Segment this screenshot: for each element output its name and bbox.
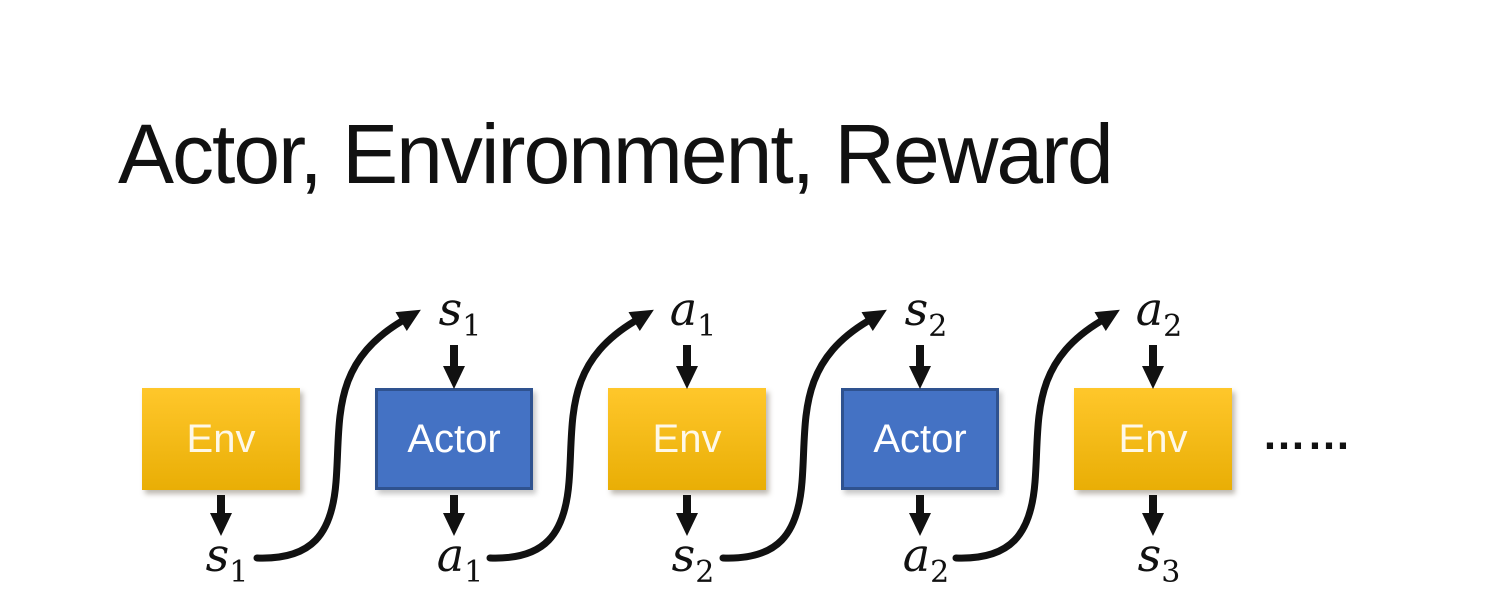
env-box-1-label: Env bbox=[186, 417, 256, 461]
env-box-2: Env bbox=[608, 388, 766, 490]
label-s1-top: s1 bbox=[438, 282, 482, 344]
actor-box-1-label: Actor bbox=[407, 417, 501, 461]
label-s2-top: s2 bbox=[904, 282, 948, 344]
label-a2-top: a2 bbox=[1135, 282, 1183, 344]
label-a2-bottom: a2 bbox=[902, 528, 950, 590]
label-s1-bottom: s1 bbox=[205, 528, 249, 590]
env-box-2-label: Env bbox=[652, 417, 722, 461]
actor-box-2-label: Actor bbox=[873, 417, 967, 461]
env-box-1: Env bbox=[142, 388, 300, 490]
label-a1-bottom: a1 bbox=[436, 528, 484, 590]
label-a1-top: a1 bbox=[669, 282, 717, 344]
slide-title: Actor, Environment, Reward bbox=[118, 107, 1114, 201]
label-s2-bottom: s2 bbox=[671, 528, 715, 590]
actor-box-1: Actor bbox=[375, 388, 533, 490]
env-box-3: Env bbox=[1074, 388, 1232, 490]
continuation-dots: …… bbox=[1262, 410, 1352, 459]
env-box-3-label: Env bbox=[1118, 417, 1188, 461]
label-s3-bottom: s3 bbox=[1137, 528, 1181, 590]
actor-box-2: Actor bbox=[841, 388, 999, 490]
